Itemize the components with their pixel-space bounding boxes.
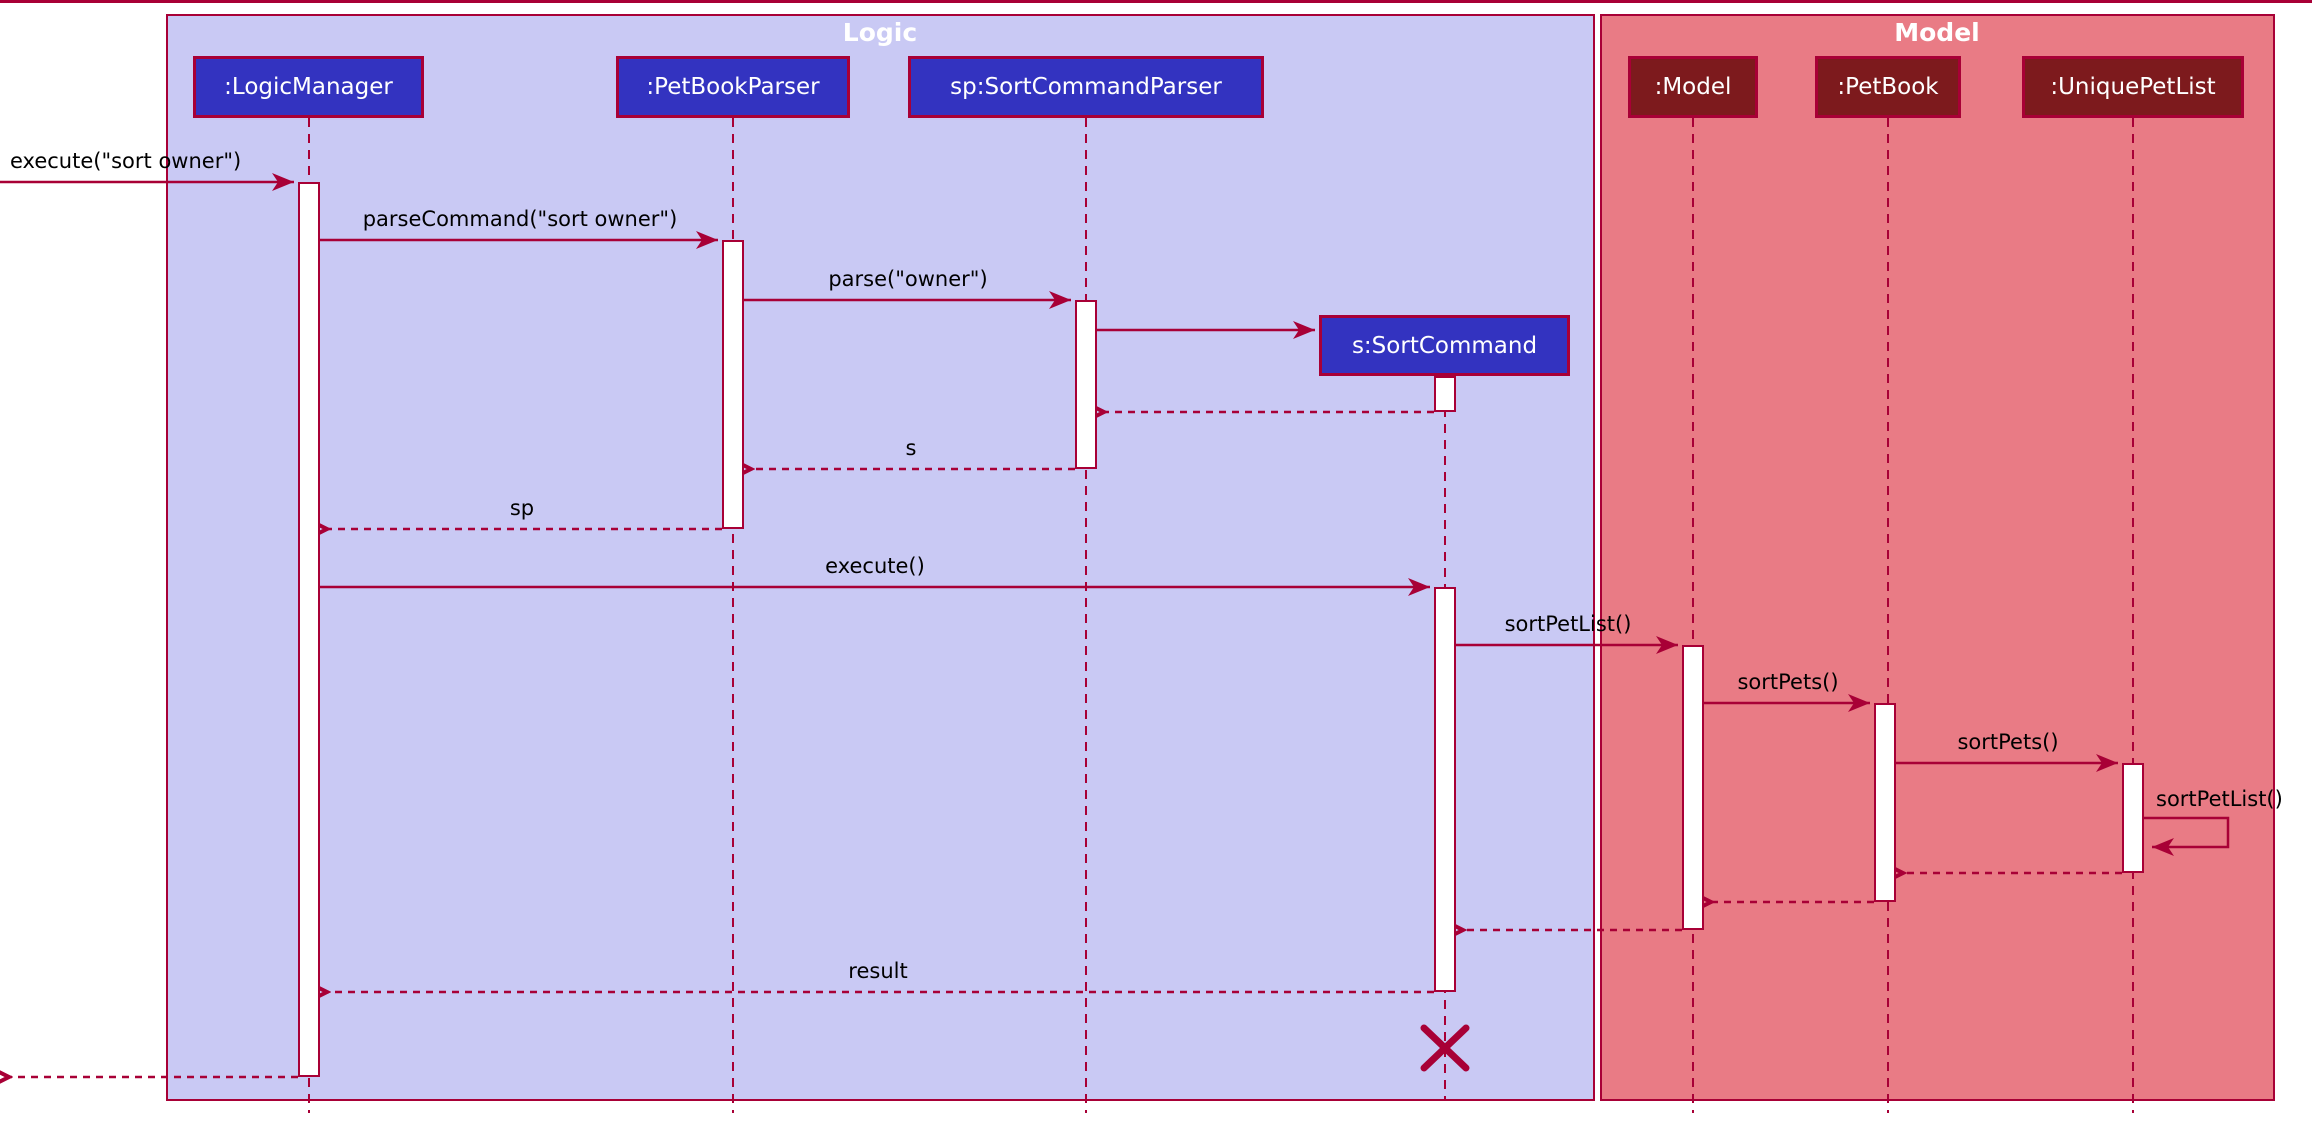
participant-sortcommand-label: s:SortCommand [1351, 332, 1538, 359]
participant-sortcommandparser-label: sp:SortCommandParser [950, 74, 1222, 100]
return-arrows [8, 412, 2122, 1077]
call-arrows [0, 173, 2230, 856]
activation-model [1682, 645, 1704, 930]
message-label-execute: execute() [825, 554, 925, 578]
top-border-line [0, 0, 2312, 3]
message-label-sortpets-1: sortPets() [1737, 670, 1839, 694]
activation-uniquepetlist [2122, 763, 2144, 873]
message-label-execute-sort-owner: execute("sort owner") [10, 149, 242, 173]
message-label-sortpetlist: sortPetList() [1504, 612, 1632, 636]
message-label-sortpets-2: sortPets() [1957, 730, 2059, 754]
participant-logicmanager: :LogicManager [193, 56, 424, 118]
participant-petbookparser: :PetBookParser [616, 56, 850, 118]
activation-sortcommand-create [1434, 376, 1456, 412]
model-frame [1600, 14, 2275, 1101]
activation-sortcommandparser [1075, 300, 1097, 469]
arrow-sortpetlist-self [2144, 816, 2230, 856]
participant-sortcommand: s:SortCommand [1319, 315, 1570, 376]
message-label-sortpetlist-self: sortPetList() [2156, 787, 2283, 811]
logic-frame-title: Logic [842, 18, 918, 47]
activation-petbookparser [722, 240, 744, 529]
message-label-sp: sp [509, 496, 535, 520]
participant-petbookparser-label: :PetBookParser [646, 74, 820, 100]
participant-petbook: :PetBook [1815, 56, 1961, 118]
participant-uniquepetlist-label: :UniquePetList [2050, 74, 2216, 100]
activation-sortcommand-execute [1434, 587, 1456, 992]
logic-frame [166, 14, 1595, 1101]
message-label-result: result [848, 959, 908, 983]
participant-uniquepetlist: :UniquePetList [2022, 56, 2244, 118]
message-label-parse-owner: parse("owner") [828, 267, 988, 291]
participant-petbook-label: :PetBook [1837, 74, 1939, 100]
message-label-parsecommand: parseCommand("sort owner") [362, 207, 678, 231]
activation-petbook [1874, 703, 1896, 902]
lifelines [308, 118, 2134, 1113]
participant-logicmanager-label: :LogicManager [224, 74, 393, 100]
message-label-s: s [905, 436, 917, 460]
participant-sortcommandparser: sp:SortCommandParser [908, 56, 1264, 118]
destroy-x-icon [1420, 1024, 1470, 1072]
model-frame-title: Model [1894, 18, 1980, 47]
activation-logicmanager [298, 182, 320, 1077]
participant-model: :Model [1628, 56, 1758, 118]
participant-model-label: :Model [1654, 74, 1732, 100]
